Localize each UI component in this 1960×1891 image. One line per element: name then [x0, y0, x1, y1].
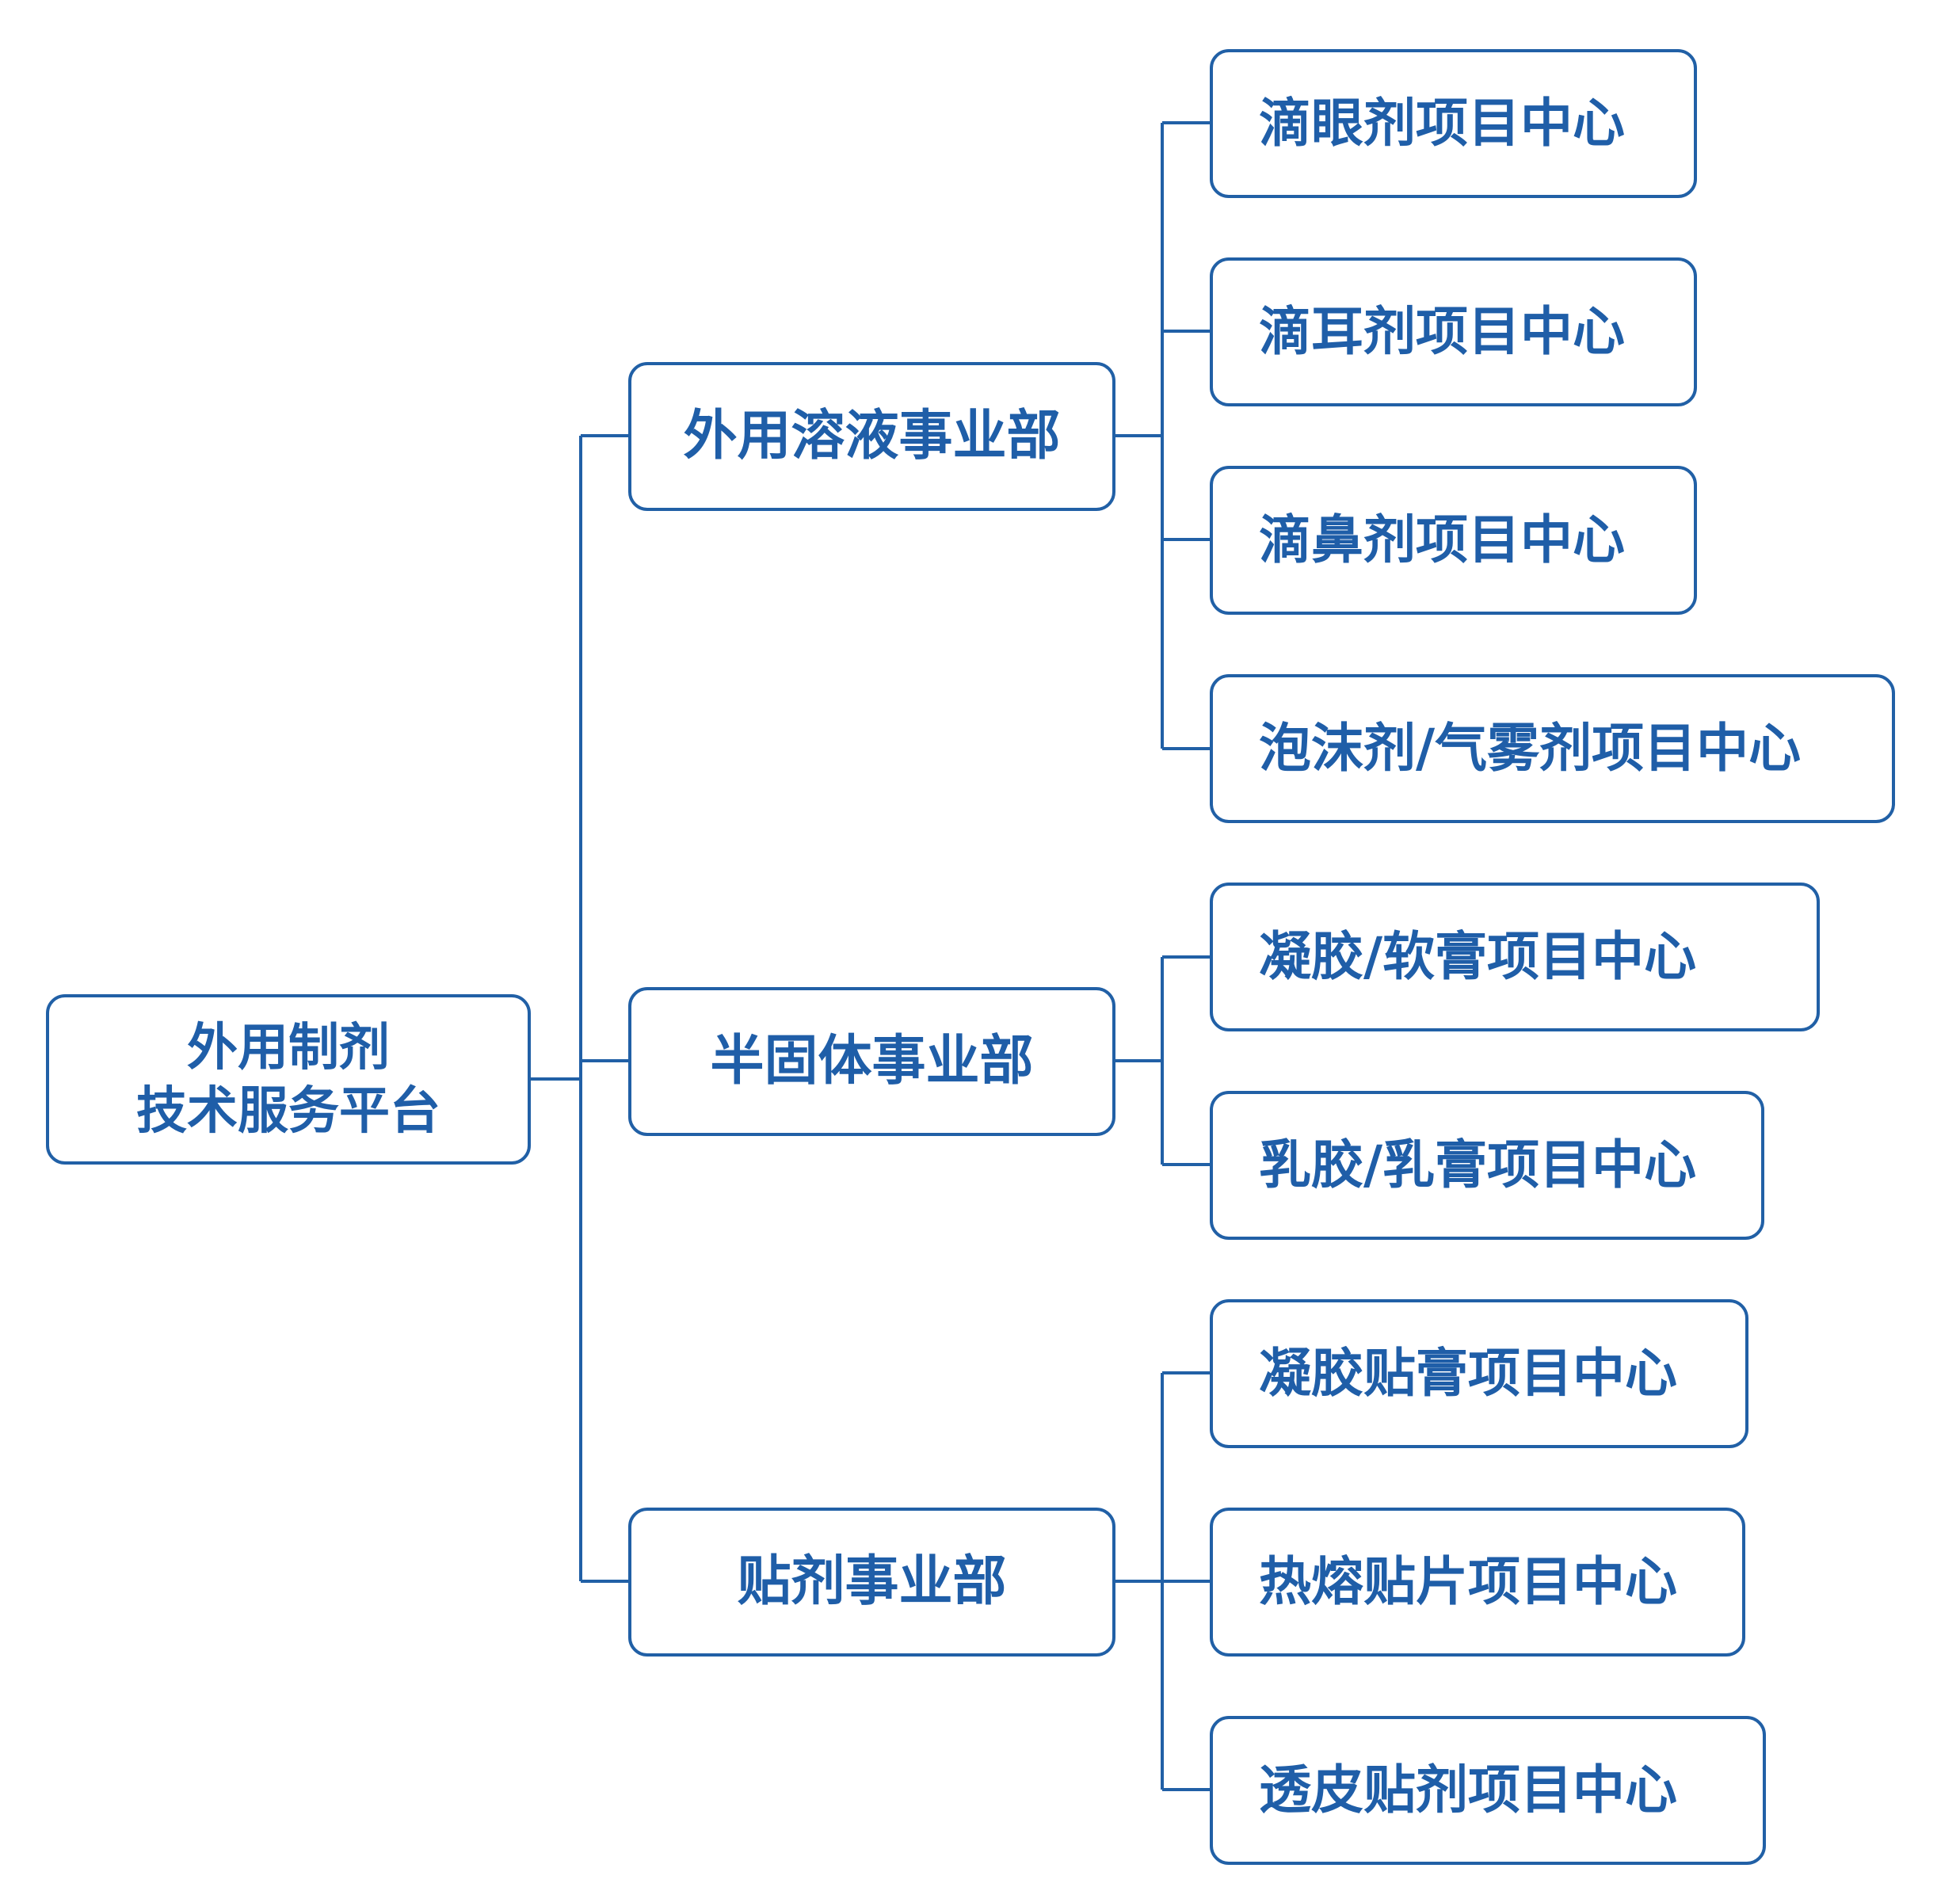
department-node-semisolid: 半固体事业部: [628, 987, 1115, 1136]
center-node: 透皮贴剂项目中心: [1210, 1716, 1766, 1865]
department-label: 外用溶液事业部: [683, 405, 1061, 468]
root-node: 外用制剂 技术服务平台: [46, 994, 531, 1165]
center-node: 滴鼻剂项目中心: [1210, 466, 1697, 615]
root-node-label: 外用制剂 技术服务平台: [136, 1016, 440, 1143]
center-label: 凝胶/软膏项目中心: [1259, 926, 1697, 988]
connector-root-to-departments: [529, 434, 628, 1583]
root-line-1: 外用制剂: [187, 1018, 390, 1077]
department-node-patch: 贴剂事业部: [628, 1508, 1115, 1657]
root-line-2: 技术服务平台: [136, 1081, 440, 1141]
connector-dept-semisolid: [1114, 955, 1210, 1166]
department-label: 半固体事业部: [710, 1030, 1034, 1093]
center-node: 热熔贴片项目中心: [1210, 1508, 1745, 1657]
center-label: 滴耳剂项目中心: [1259, 301, 1625, 363]
center-node: 滴耳剂项目中心: [1210, 257, 1697, 406]
center-node: 乳胶/乳膏项目中心: [1210, 1091, 1764, 1240]
department-label: 贴剂事业部: [737, 1550, 1007, 1614]
center-node: 凝胶贴膏项目中心: [1210, 1299, 1748, 1448]
center-label: 乳胶/乳膏项目中心: [1259, 1134, 1697, 1196]
connector-dept-solution: [1114, 121, 1210, 750]
center-label: 泡沫剂/气雾剂项目中心: [1259, 718, 1802, 780]
center-label: 滴眼剂项目中心: [1259, 93, 1625, 154]
center-label: 凝胶贴膏项目中心: [1259, 1343, 1677, 1405]
center-node: 泡沫剂/气雾剂项目中心: [1210, 674, 1895, 823]
center-node: 滴眼剂项目中心: [1210, 49, 1697, 198]
center-node: 凝胶/软膏项目中心: [1210, 883, 1820, 1031]
center-label: 透皮贴剂项目中心: [1259, 1759, 1677, 1821]
center-label: 滴鼻剂项目中心: [1259, 509, 1625, 571]
department-node-solution: 外用溶液事业部: [628, 362, 1115, 511]
center-label: 热熔贴片项目中心: [1259, 1551, 1677, 1613]
connector-dept-patch: [1114, 1371, 1210, 1791]
